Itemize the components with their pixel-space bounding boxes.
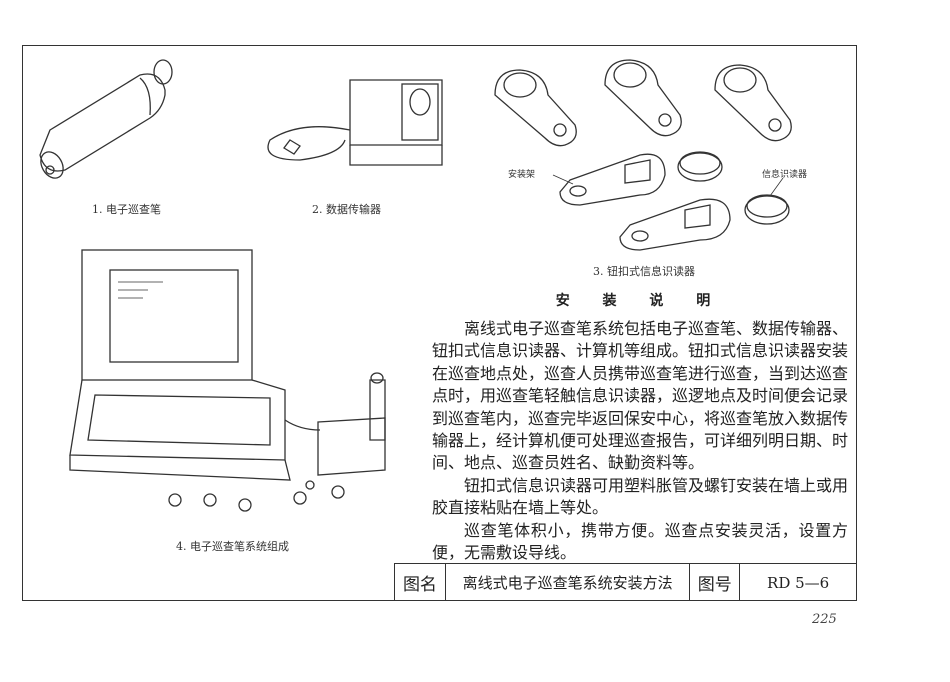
- notes-paragraph: 巡查笔体积小，携带方便。巡查点安装灵活，设置方便，无需敷设导线。: [432, 520, 848, 563]
- drawing-number-label: 图号: [690, 564, 741, 601]
- notes-heading: 安 装 说 明: [555, 293, 725, 309]
- notes-body: 离线式电子巡查笔系统包括电子巡查笔、数据传输器、钮扣式信息识读器、计算机等组成。…: [432, 318, 848, 564]
- caption-button-reader: 3. 钮扣式信息识读器: [593, 265, 695, 278]
- drawing-name-label: 图名: [395, 564, 446, 601]
- title-block: 图名 离线式电子巡查笔系统安装方法 图号 RD 5—6: [394, 563, 857, 601]
- data-transmitter-illustration: [267, 79, 443, 166]
- caption-transmitter: 2. 数据传输器: [312, 203, 381, 216]
- drawing-number: RD 5—6: [740, 564, 857, 601]
- drawing-name: 离线式电子巡查笔系统安装方法: [446, 564, 691, 601]
- drawing-frame: [22, 45, 857, 601]
- page-number: 225: [812, 612, 837, 627]
- label-mount-bracket: 安装架: [508, 170, 536, 180]
- button-reader-illustration: [494, 59, 792, 251]
- system-composition-illustration: [69, 249, 386, 512]
- notes-paragraph: 钮扣式信息识读器可用塑料胀管及螺钉安装在墙上或用胶直接粘贴在墙上等处。: [432, 475, 849, 518]
- caption-pen: 1. 电子巡查笔: [92, 203, 161, 216]
- notes-paragraph: 离线式电子巡查笔系统包括电子巡查笔、数据传输器、钮扣式信息识读器、计算机等组成。…: [432, 319, 849, 473]
- caption-system: 4. 电子巡查笔系统组成: [176, 540, 289, 553]
- patrol-pen-illustration: [39, 59, 173, 179]
- label-info-reader: 信息识读器: [762, 170, 808, 180]
